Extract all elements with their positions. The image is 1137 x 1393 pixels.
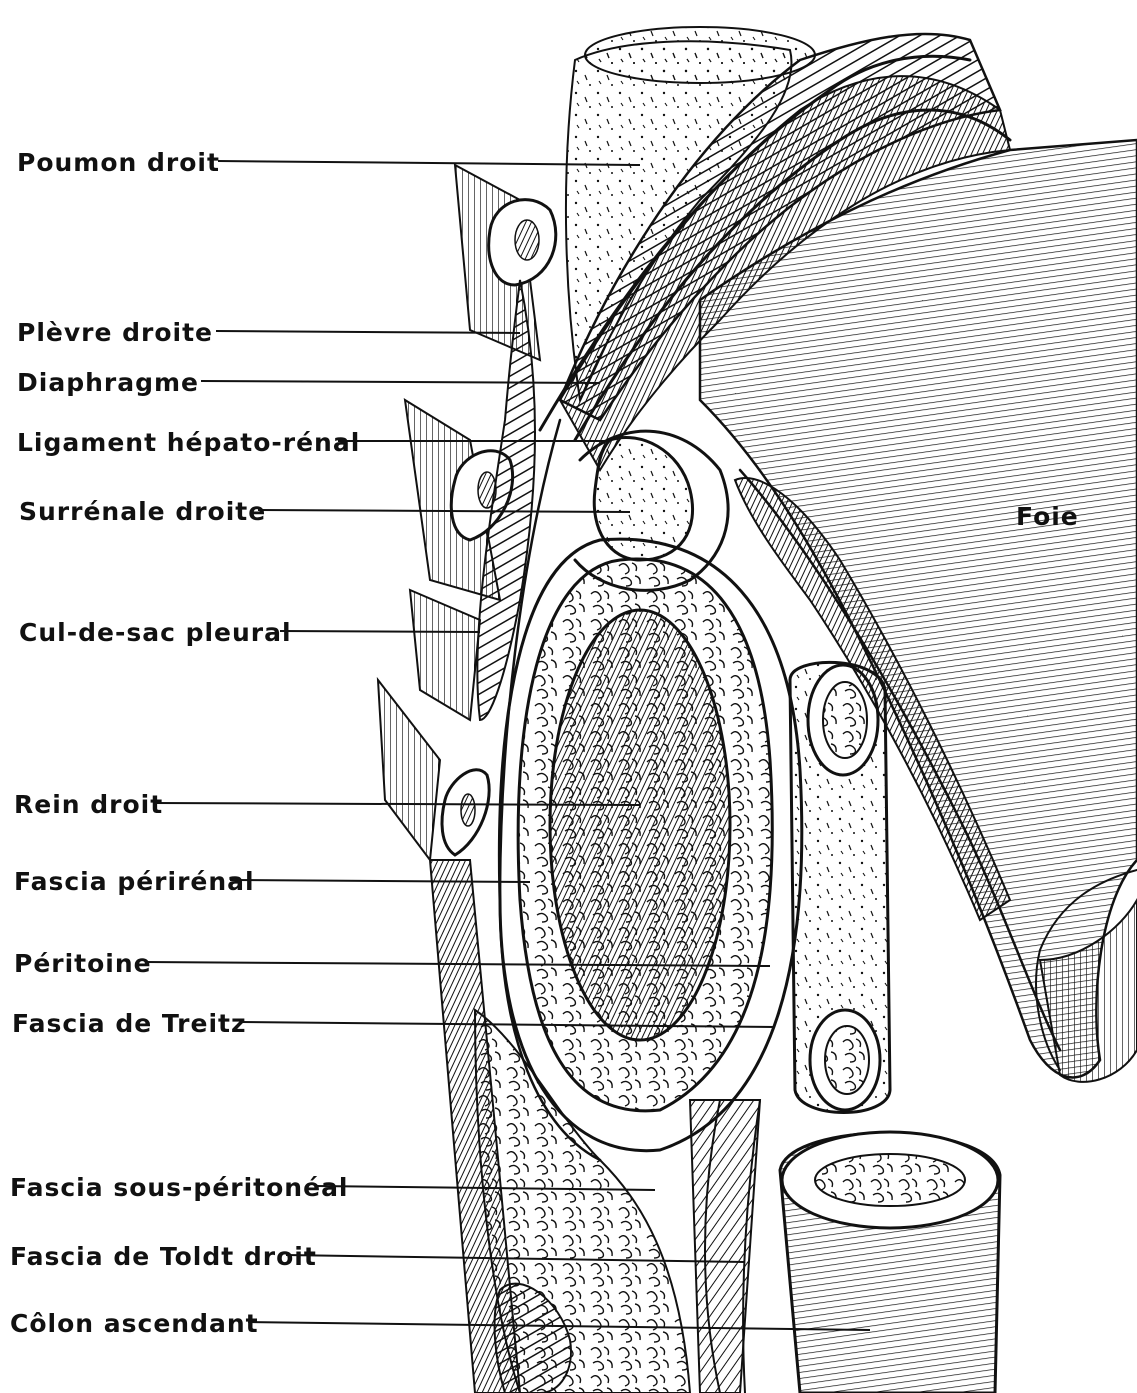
- label-surrenale-droite: Surrénale droite: [19, 497, 266, 526]
- label-fascia-de-treitz: Fascia de Treitz: [12, 1009, 247, 1038]
- label-foie: Foie: [1016, 502, 1079, 531]
- label-fascia-de-toldt-droit: Fascia de Toldt droit: [10, 1242, 317, 1271]
- label-fascia-sous-peritoneal: Fascia sous-péritonéal: [10, 1173, 349, 1202]
- label-cul-de-sac-pleural: Cul-de-sac pleural: [19, 618, 292, 647]
- label-ligament-hepato-renal: Ligament hépato-rénal: [17, 428, 360, 457]
- label-plevre-droite: Plèvre droite: [17, 318, 213, 347]
- label-poumon-droit: Poumon droit: [17, 148, 220, 177]
- label-colon-ascendant: Côlon ascendant: [10, 1309, 259, 1338]
- label-fascia-perirenal: Fascia périrénal: [14, 867, 255, 896]
- label-peritoine: Péritoine: [14, 949, 152, 978]
- toldt-fascia-band: [690, 1100, 760, 1393]
- label-diaphragme: Diaphragme: [17, 368, 199, 397]
- label-rein-droit: Rein droit: [14, 790, 163, 819]
- kidney: [550, 610, 730, 1040]
